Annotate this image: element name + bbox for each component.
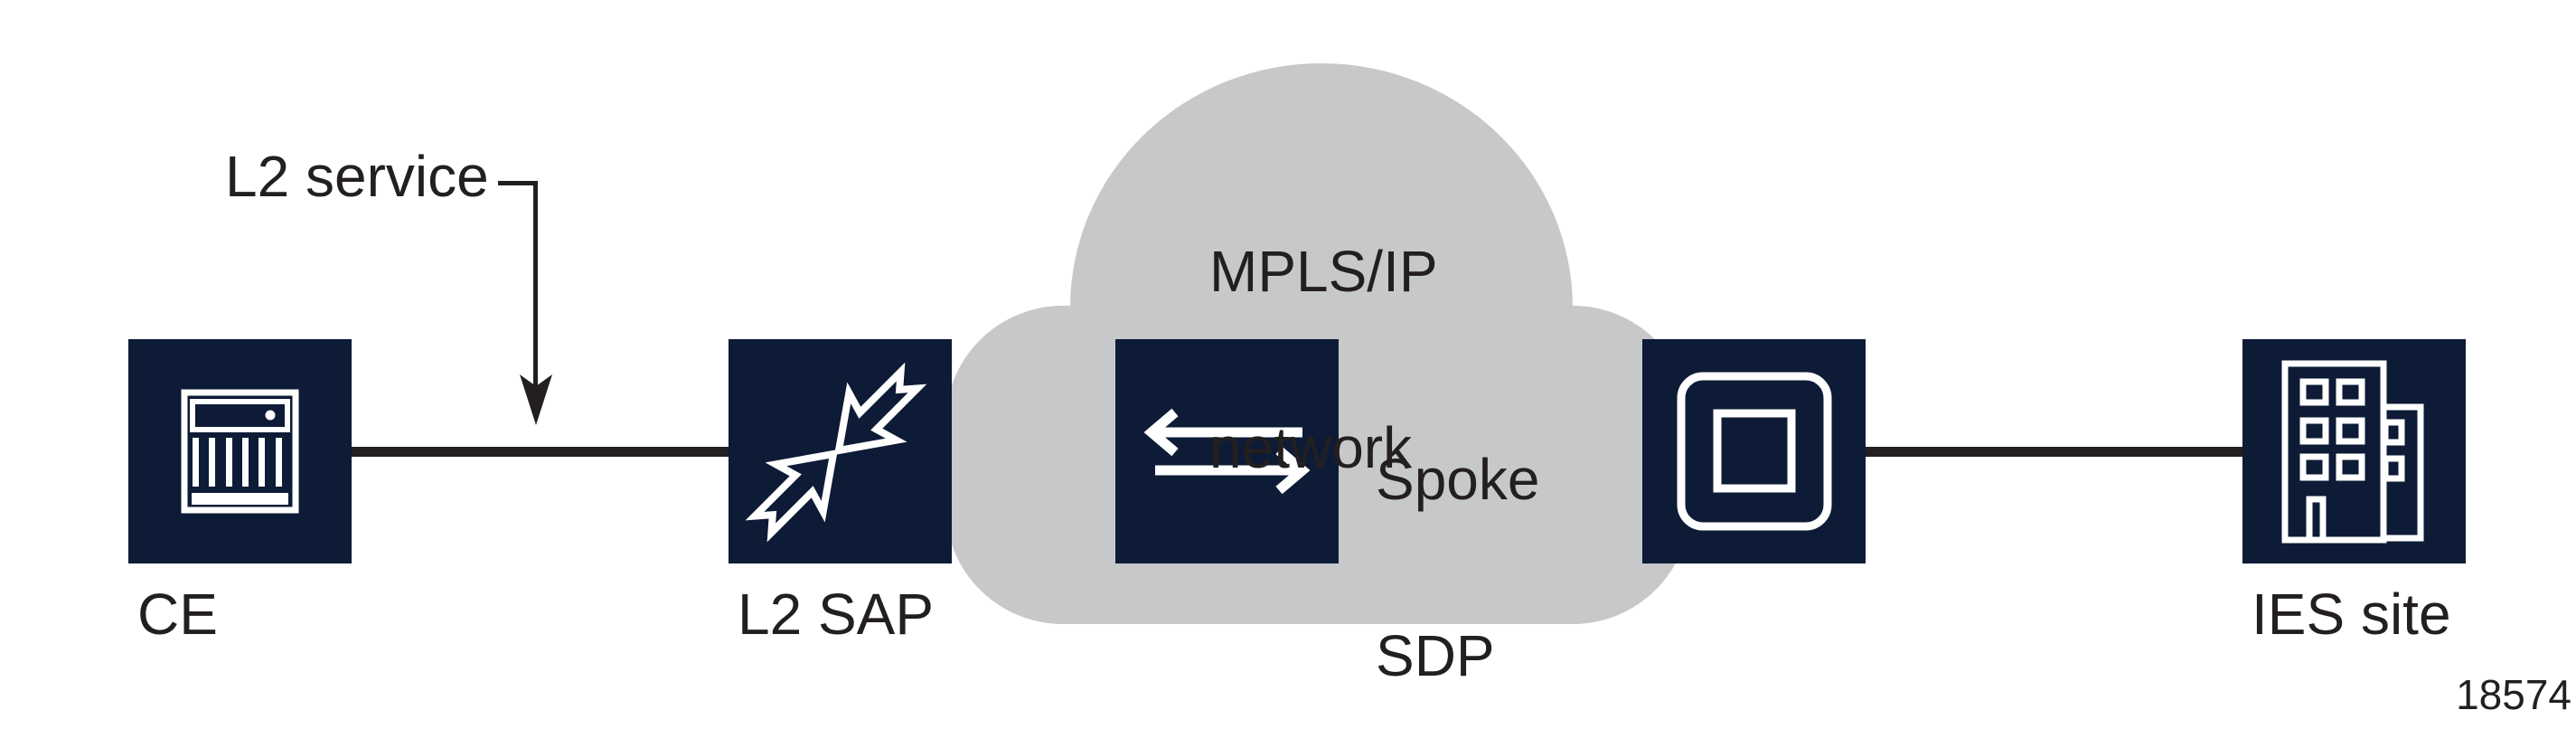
mpls-network-label: MPLS/IP network bbox=[1209, 125, 1438, 595]
link-ce-to-l2sap bbox=[347, 447, 734, 457]
converge-arrows-icon bbox=[745, 362, 927, 543]
transfer-arrows-icon bbox=[1143, 408, 1311, 495]
node-ce bbox=[128, 339, 352, 563]
spoke-sdp-label-line2: SDP bbox=[1376, 623, 1495, 688]
node-ies-site bbox=[2242, 339, 2466, 563]
leader-arrowhead-icon bbox=[520, 374, 552, 425]
leader-line-vertical bbox=[533, 181, 538, 399]
office-building-icon bbox=[2281, 360, 2424, 544]
ce-label: CE bbox=[137, 582, 218, 647]
node-l2sap bbox=[729, 339, 952, 563]
rounded-port-icon bbox=[1677, 372, 1832, 531]
node-port bbox=[1642, 339, 1866, 563]
mpls-network-label-line1: MPLS/IP bbox=[1209, 239, 1438, 304]
ies-site-label: IES site bbox=[2252, 582, 2451, 647]
server-icon bbox=[181, 389, 299, 514]
leader-line-horizontal bbox=[498, 181, 538, 185]
link-port-to-ies bbox=[1860, 447, 2247, 457]
l2-service-annotation: L2 service bbox=[225, 144, 489, 209]
node-spoke-sdp bbox=[1115, 339, 1339, 563]
mpls-network-label-line2: network bbox=[1209, 415, 1413, 480]
figure-number: 18574 bbox=[2456, 671, 2571, 718]
l2sap-label: L2 SAP bbox=[738, 582, 935, 647]
spoke-sdp-label: Spoke SDP bbox=[1376, 333, 1539, 729]
spoke-sdp-label-line1: Spoke bbox=[1376, 447, 1540, 512]
